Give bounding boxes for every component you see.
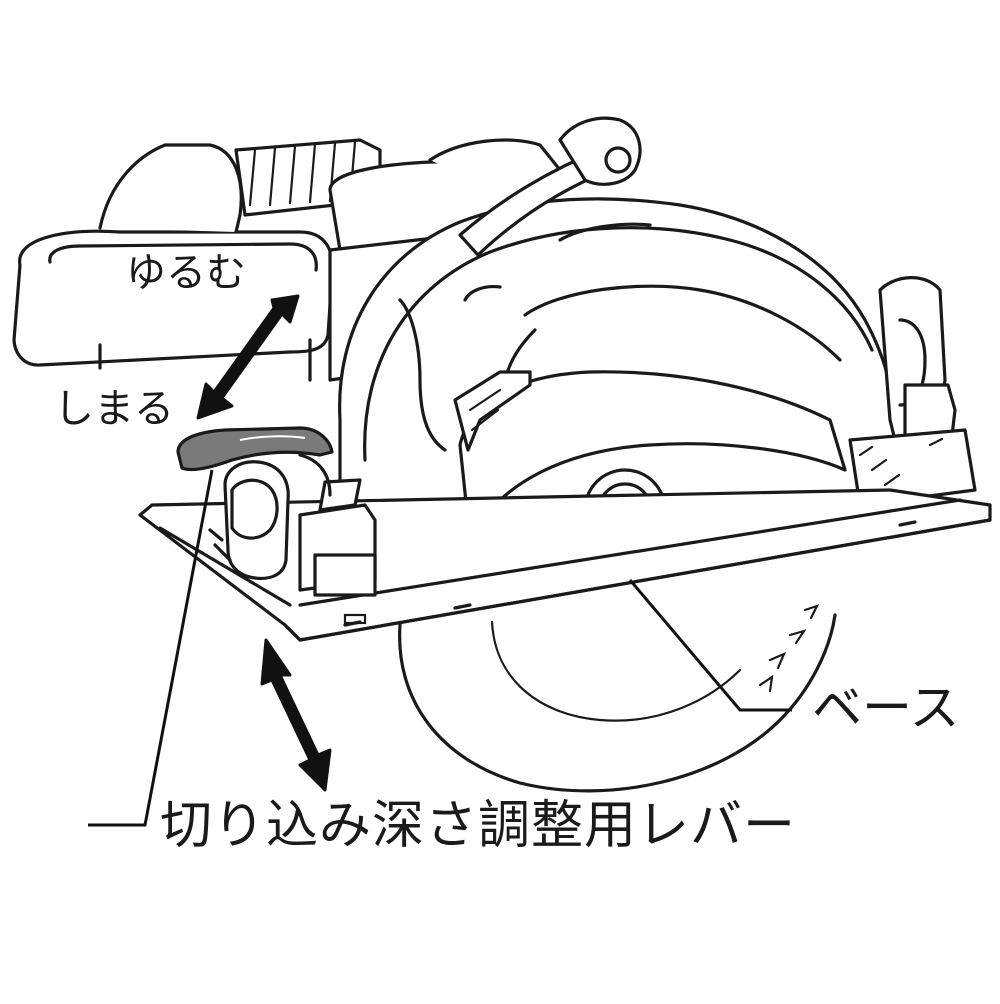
depth-adjust-lever xyxy=(176,426,334,497)
base-leader-line xyxy=(628,579,792,712)
front-bevel-knob xyxy=(848,276,977,507)
label-tighten: しまる xyxy=(54,386,174,432)
label-loosen: ゆるむ xyxy=(126,250,246,296)
lever-direction-arrow xyxy=(196,294,300,420)
label-depth-adjust-lever: 切り込み深さ調整用レバー xyxy=(160,796,797,856)
depth-adjust-mechanism xyxy=(208,460,377,597)
depth-direction-arrow xyxy=(260,638,332,792)
lever-leader-line xyxy=(88,469,214,827)
label-base: ベース xyxy=(812,679,960,737)
lower-blade xyxy=(398,604,837,793)
